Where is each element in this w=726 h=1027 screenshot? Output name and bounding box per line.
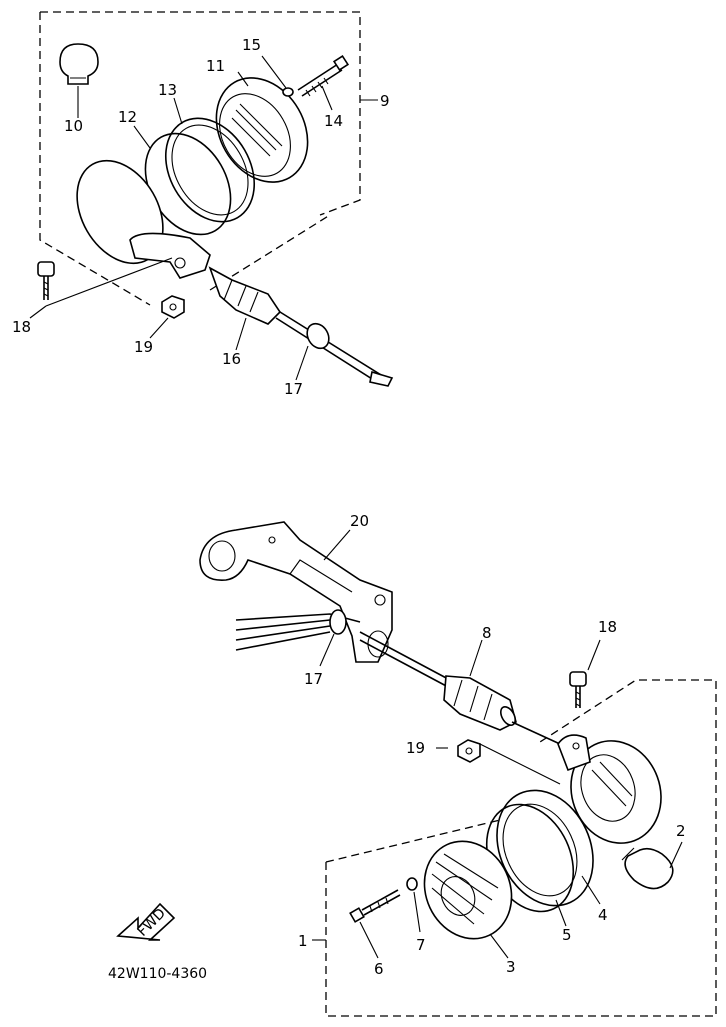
label-3: 3 xyxy=(506,958,516,976)
label-1: 1 xyxy=(298,932,308,950)
label-5: 5 xyxy=(562,926,572,944)
label-7: 7 xyxy=(416,936,426,954)
label-18-lower: 18 xyxy=(598,618,617,636)
wire-harness-lower xyxy=(235,609,451,689)
bulb-part-2 xyxy=(621,841,683,890)
bolt-part-18-upper xyxy=(29,257,173,319)
washer-part-15 xyxy=(261,55,294,97)
label-13: 13 xyxy=(158,81,177,99)
label-6: 6 xyxy=(374,960,384,978)
label-16: 16 xyxy=(222,350,241,368)
label-9: 9 xyxy=(380,92,390,110)
label-15: 15 xyxy=(242,36,261,54)
screw-part-14 xyxy=(297,54,350,111)
washer-part-7 xyxy=(406,877,421,933)
label-17-upper: 17 xyxy=(284,380,303,398)
diagram-code: 42W110-4360 xyxy=(108,966,207,982)
label-2: 2 xyxy=(676,822,686,840)
rim-part-4 xyxy=(496,789,601,907)
housing-rear-lower xyxy=(557,734,662,844)
forward-arrow-icon: FWD xyxy=(116,902,176,941)
harness-part-17 xyxy=(275,311,394,387)
bulb-part-10 xyxy=(59,43,99,118)
label-19-upper: 19 xyxy=(134,338,153,356)
label-11: 11 xyxy=(206,57,225,75)
socket-part-8 xyxy=(443,639,561,745)
label-20: 20 xyxy=(350,512,369,530)
housing-part-11 xyxy=(215,71,309,183)
label-12: 12 xyxy=(118,108,137,126)
lower-group-boundary xyxy=(325,679,717,1017)
mounting-base xyxy=(129,232,211,279)
upper-assembly: 10 12 13 11 15 14 9 18 19 16 17 xyxy=(12,11,394,398)
label-17-lower: 17 xyxy=(304,670,323,688)
lower-assembly: FWD 20 17 8 18 19 2 4 5 7 1 6 3 42W110-4… xyxy=(108,512,717,1017)
bolt-part-18-lower xyxy=(569,639,601,708)
label-19-lower: 19 xyxy=(406,739,425,757)
label-18-upper: 18 xyxy=(12,318,31,336)
screw-part-6 xyxy=(349,889,401,959)
label-10: 10 xyxy=(64,117,83,135)
nut-part-19-upper xyxy=(149,295,185,339)
label-8: 8 xyxy=(482,624,492,642)
label-14: 14 xyxy=(324,112,343,130)
bracket-part-20 xyxy=(199,521,393,663)
socket-part-16 xyxy=(208,266,282,351)
upper-group-boundary xyxy=(39,11,361,306)
label-4: 4 xyxy=(598,906,608,924)
lens-part-3 xyxy=(423,840,513,959)
nut-part-19-lower xyxy=(436,739,561,785)
rim-part-13 xyxy=(164,97,256,223)
